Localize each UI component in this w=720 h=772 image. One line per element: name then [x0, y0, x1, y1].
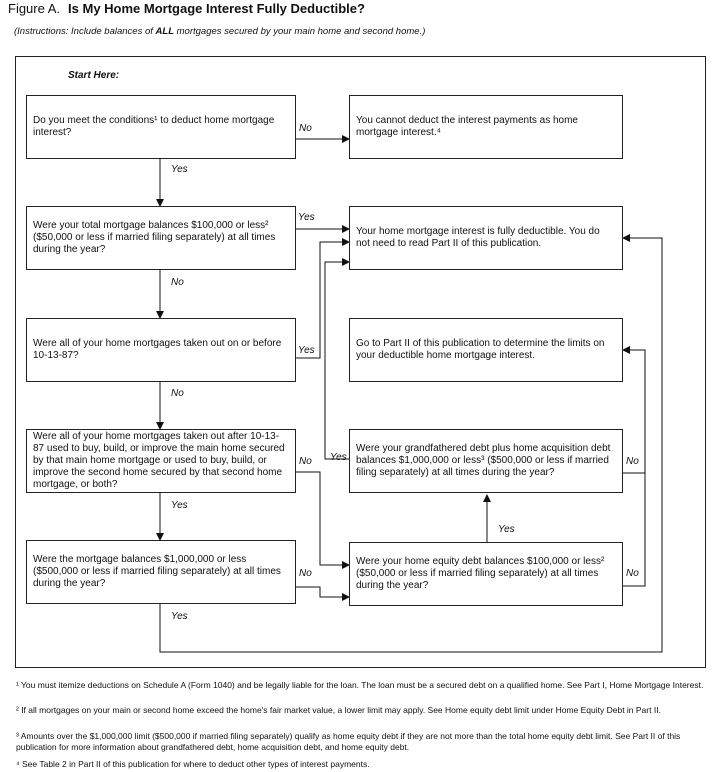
flowchart-frame — [15, 56, 706, 668]
question-box-grandfathered: Were your grandfathered debt plus home a… — [349, 429, 623, 493]
footnote-1: ¹ You must itemize deductions on Schedul… — [16, 680, 704, 690]
figure-question: Is My Home Mortgage Interest Fully Deduc… — [68, 1, 365, 16]
label-q1-yes: Yes — [171, 164, 188, 175]
footnote-4: ⁴ See Table 2 in Part II of this publica… — [16, 759, 370, 769]
question-box-conditions: Do you meet the conditions¹ to deduct ho… — [26, 95, 296, 159]
label-q2-yes: Yes — [298, 212, 315, 223]
footnote-3: ³ Amounts over the $1,000,000 limit ($50… — [16, 731, 681, 752]
result-box-fully-deductible: Your home mortgage interest is fully ded… — [349, 206, 623, 270]
label-r5-no: No — [626, 568, 639, 579]
arrow-q4-no — [295, 471, 350, 569]
arrow-q3-yes — [295, 238, 350, 359]
question-box-before-date: Were all of your home mortgages taken ou… — [26, 318, 296, 382]
question-box-after-date-use: Were all of your home mortgages taken ou… — [26, 429, 296, 493]
arrow-r4-no — [622, 346, 646, 474]
arrow-q5-no — [295, 586, 350, 601]
figure-label: Figure A. — [8, 1, 61, 16]
figure-title: Figure A. Is My Home Mortgage Interest Fu… — [8, 1, 365, 16]
instructions-post: mortgages secured by your main home and … — [174, 26, 426, 37]
label-q1-no: No — [299, 123, 312, 134]
start-label: Start Here: — [68, 70, 120, 81]
label-q3-no: No — [171, 388, 184, 399]
instructions-bold: ALL — [155, 26, 174, 37]
footnote-2: ² If all mortgages on your main or secon… — [16, 705, 661, 715]
instructions-pre: (Instructions: Include balances of — [14, 26, 156, 37]
label-r4-yes: Yes — [330, 452, 347, 463]
label-q4-no: No — [299, 456, 312, 467]
result-box-go-to-part-ii: Go to Part II of this publication to det… — [349, 318, 623, 382]
question-box-million-limit: Were the mortgage balances $1,000,000 or… — [26, 540, 296, 604]
question-box-total-balances: Were your total mortgage balances $100,0… — [26, 206, 296, 270]
instructions: (Instructions: Include balances of ALL m… — [14, 26, 425, 37]
label-q2-no: No — [171, 277, 184, 288]
label-q3-yes: Yes — [298, 345, 315, 356]
label-q4-yes: Yes — [171, 500, 188, 511]
label-q5-yes: Yes — [171, 611, 188, 622]
label-q5-no: No — [299, 568, 312, 579]
result-box-cannot-deduct: You cannot deduct the interest payments … — [349, 95, 623, 159]
label-r5-yes: Yes — [498, 524, 515, 535]
arrow-q5-yes — [159, 234, 663, 653]
label-r4-no: No — [626, 456, 639, 467]
arrow-r5-no — [623, 473, 646, 587]
arrow-r4-yes — [324, 258, 350, 460]
question-box-home-equity: Were your home equity debt balances $100… — [349, 542, 623, 606]
